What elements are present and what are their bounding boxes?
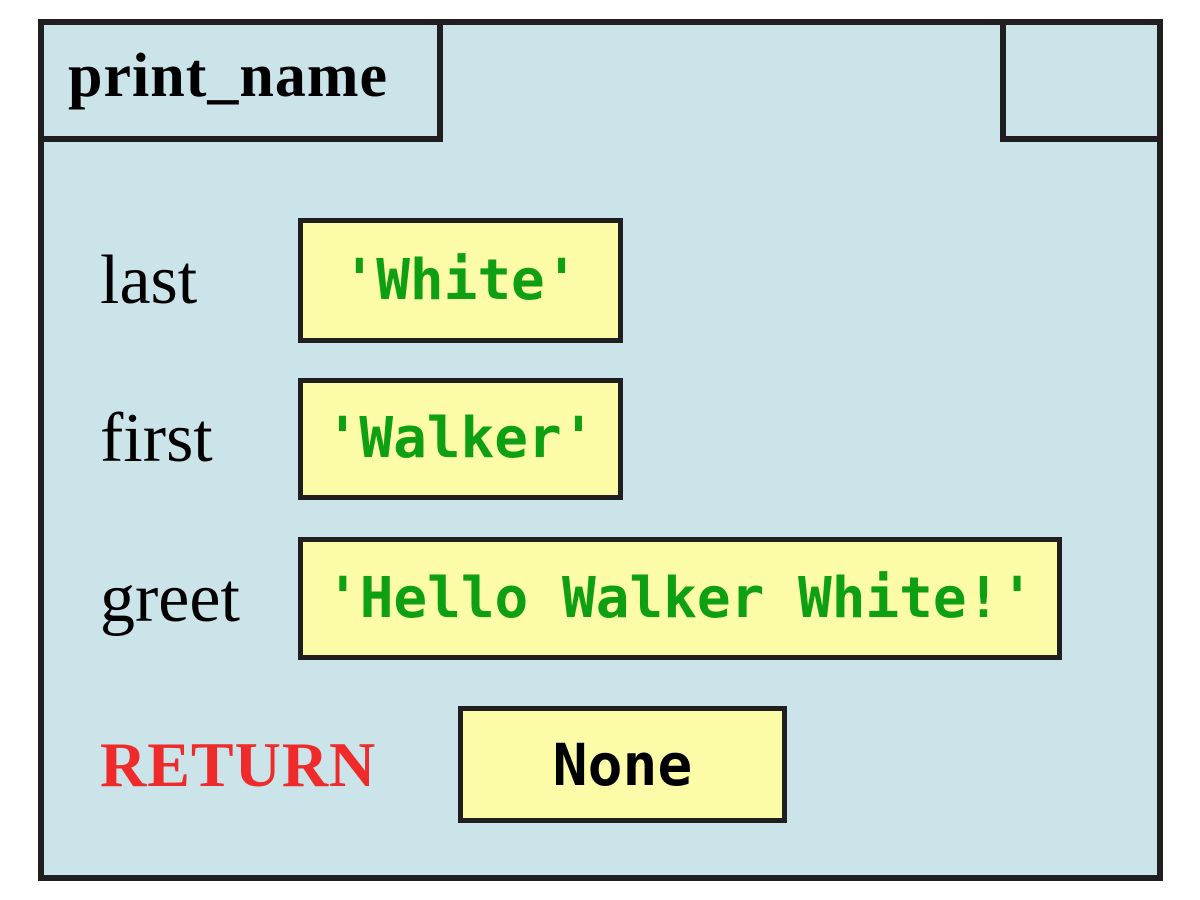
return-value: None	[552, 730, 693, 799]
instruction-counter-box	[1000, 19, 1163, 142]
value-box-last: 'White'	[298, 218, 623, 343]
string-value-first: 'Walker'	[325, 406, 596, 471]
variable-name-last: last	[100, 241, 198, 319]
variable-name-greet: greet	[100, 559, 240, 637]
string-value-greet: 'Hello Walker White!'	[325, 565, 1034, 631]
value-box-greet: 'Hello Walker White!'	[298, 537, 1062, 660]
value-box-first: 'Walker'	[298, 378, 623, 500]
return-label: RETURN	[100, 728, 377, 800]
return-value-box: None	[458, 706, 787, 823]
string-value-last: 'White'	[342, 247, 579, 313]
variable-name-first: first	[100, 400, 213, 477]
frame-tab: print_name	[38, 19, 443, 142]
function-name-title: print_name	[68, 41, 388, 110]
